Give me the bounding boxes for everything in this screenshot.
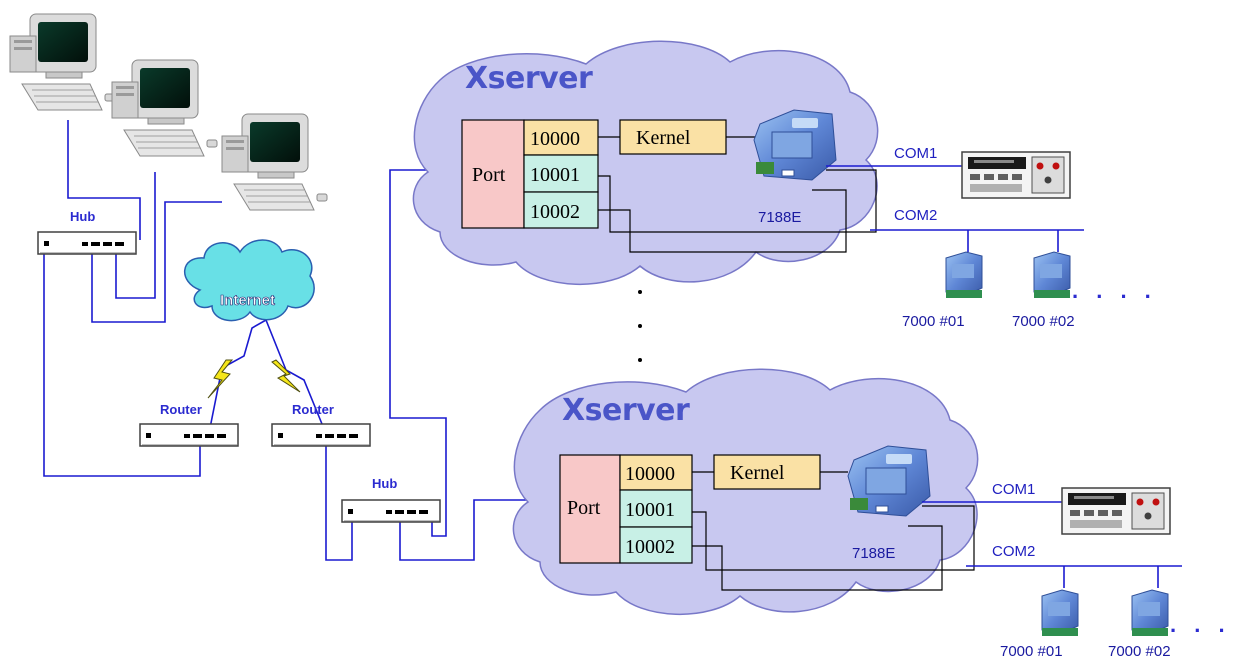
com-wires: [826, 165, 1084, 252]
module-label: 7000 #02: [1012, 313, 1075, 330]
lightning-icon: [271, 359, 301, 393]
xserver-top: Xserver Port 10000 10001 10002 Kernel 71…: [412, 40, 1157, 330]
port-10001-box: [619, 489, 693, 528]
internal-wires: [692, 471, 975, 591]
port-label: Port: [472, 164, 506, 186]
router-label: Router: [160, 402, 202, 417]
kernel-label: Kernel: [730, 462, 785, 484]
multimeter-icon: [961, 151, 1071, 199]
router-icon: [271, 423, 371, 447]
internal-wires: [598, 136, 877, 253]
com1-label: COM1: [894, 145, 937, 162]
hub-label: Hub: [372, 476, 397, 491]
computer-icon: [111, 59, 218, 157]
module-label: 7000 #02: [1108, 643, 1171, 660]
xserver-title: Xserver: [465, 61, 593, 96]
hub-label: Hub: [70, 209, 95, 224]
com2-label: COM2: [992, 543, 1035, 560]
kernel-box: [713, 454, 821, 490]
io-module-icon: [1033, 251, 1071, 299]
hub-icon: [37, 231, 137, 255]
com2-label: COM2: [894, 207, 937, 224]
device-label: 7188E: [758, 209, 801, 226]
port-box: [559, 454, 621, 564]
computer-icon: [9, 13, 116, 111]
computer-icon: [221, 113, 328, 211]
port-10000-box: [523, 119, 599, 156]
port-box: [461, 119, 525, 229]
left-network: Hub Internet Router Router Hub: [9, 13, 560, 561]
internet-cloud: Internet: [183, 239, 315, 322]
port-10000-label: 10000: [625, 463, 675, 485]
com-wires: [922, 501, 1182, 588]
port-10002-box: [619, 526, 693, 564]
com1-label: COM1: [992, 481, 1035, 498]
xserver-title: Xserver: [562, 393, 690, 428]
port-10001-label: 10001: [625, 499, 675, 521]
wires-left: [43, 120, 560, 561]
more-modules-ellipsis: . . . .: [1072, 278, 1157, 303]
io-module-icon: [1041, 589, 1079, 637]
port-10000-label: 10000: [530, 128, 580, 150]
port-10002-box: [523, 191, 599, 229]
more-modules-ellipsis: . . . .: [1170, 612, 1236, 637]
port-10002-label: 10002: [625, 536, 675, 558]
module-label: 7000 #01: [902, 313, 965, 330]
port-10002-label: 10002: [530, 201, 580, 223]
hub-icon: [341, 499, 441, 523]
port-10000-box: [619, 454, 693, 491]
vertical-ellipsis: [638, 290, 642, 396]
module-label: 7000 #01: [1000, 643, 1063, 660]
device-label: 7188E: [852, 545, 895, 562]
kernel-label: Kernel: [636, 127, 691, 149]
io-module-icon: [1131, 589, 1169, 637]
multimeter-icon: [1061, 487, 1171, 535]
port-label: Port: [567, 497, 601, 519]
xserver-bottom: Xserver Port 10000 10001 10002 Kernel 71…: [512, 368, 1236, 660]
io-module-icon: [945, 251, 983, 299]
router-label: Router: [292, 402, 334, 417]
internet-label: Internet: [220, 292, 275, 309]
lightning-icon: [207, 359, 234, 399]
port-10001-label: 10001: [530, 164, 580, 186]
router-icon: [139, 423, 239, 447]
